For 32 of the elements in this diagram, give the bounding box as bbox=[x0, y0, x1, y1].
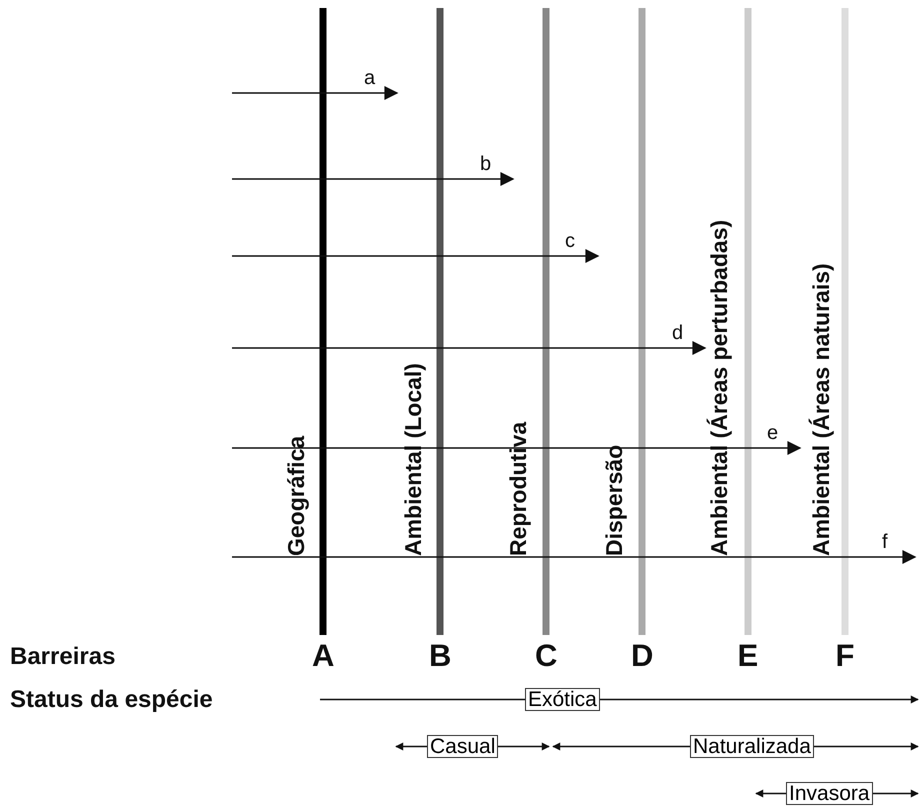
arrow bbox=[395, 742, 427, 750]
barrier-letter: D bbox=[631, 638, 654, 674]
arrow bbox=[814, 742, 919, 750]
barrier-name: Ambiental (Local) bbox=[400, 363, 426, 556]
barrier-letter: A bbox=[312, 638, 334, 674]
barrier-name: Ambiental (Áreas perturbadas) bbox=[706, 220, 732, 556]
status-label: Naturalizada bbox=[690, 735, 814, 758]
row-heading: Barreiras bbox=[10, 643, 116, 671]
barrier-name: Dispersão bbox=[601, 444, 627, 556]
arrow bbox=[498, 742, 550, 750]
barrier-name: Ambiental (Áreas naturais) bbox=[808, 263, 834, 556]
arrow-letter: f bbox=[882, 531, 888, 554]
arrow-letter: e bbox=[767, 422, 778, 445]
barrier-letter: F bbox=[836, 638, 854, 674]
status-label: Exótica bbox=[525, 688, 600, 711]
arrow-letter: a bbox=[364, 67, 376, 90]
status-label: Invasora bbox=[786, 782, 873, 805]
status-label: Casual bbox=[427, 735, 498, 758]
arrow bbox=[552, 742, 690, 750]
barrier-name: Reprodutiva bbox=[505, 422, 531, 556]
arrow-letter: d bbox=[672, 322, 684, 345]
row-heading: Status da espécie bbox=[10, 686, 213, 714]
arrow bbox=[755, 790, 786, 798]
barrier-letter: B bbox=[429, 638, 452, 674]
arrow bbox=[873, 790, 919, 798]
barrier-letter: C bbox=[535, 638, 558, 674]
barrier-letter: E bbox=[738, 638, 758, 674]
line bbox=[320, 698, 525, 700]
arrow-letter: b bbox=[480, 153, 492, 176]
barrier-name: Geográfica bbox=[283, 436, 309, 556]
arrow-letter: c bbox=[565, 230, 575, 253]
arrow bbox=[600, 696, 919, 704]
